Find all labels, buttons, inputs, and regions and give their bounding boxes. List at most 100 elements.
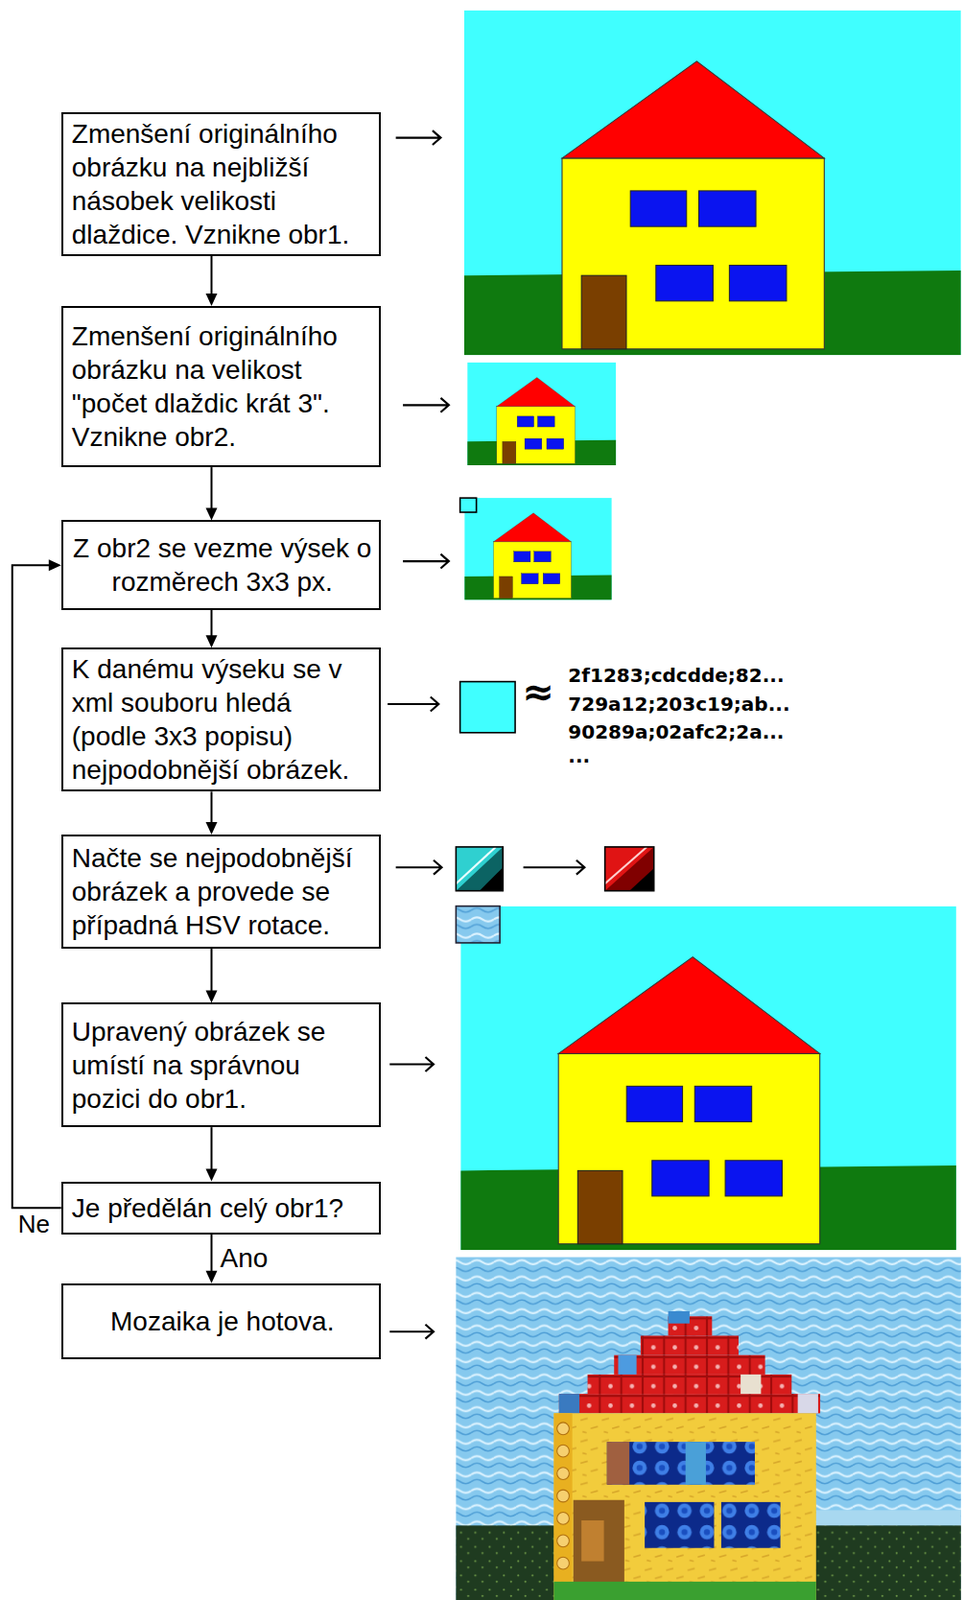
mosaic-part xyxy=(455,1257,961,1600)
mosaic-part xyxy=(798,1393,819,1413)
tile-cyan-part xyxy=(455,846,503,892)
mosaic-part-part xyxy=(557,1444,570,1458)
box-text: Je předělán celý obr1? xyxy=(71,1191,344,1225)
mosaic-part xyxy=(553,1412,816,1600)
pointer-arrow xyxy=(396,130,442,145)
mosaic-part xyxy=(640,1335,739,1355)
mosaic-part xyxy=(721,1502,781,1549)
mosaic-part-part xyxy=(557,1422,570,1435)
mosaic-part xyxy=(685,1441,706,1485)
approx-sign: ≈ xyxy=(522,669,556,714)
arrow-head xyxy=(48,559,62,571)
mosaic-part-part xyxy=(557,1512,570,1526)
mosaic-part xyxy=(557,1422,570,1570)
text-group: Je předělán celý obr1? xyxy=(71,1191,344,1225)
connector-line xyxy=(12,564,62,1208)
connector-line xyxy=(211,1127,213,1171)
process-box: Zmenšení originálního obrázku na nejbliž… xyxy=(61,112,381,257)
tile-cyan-part xyxy=(455,846,503,892)
mosaic-part xyxy=(617,1355,636,1375)
arrow-head xyxy=(206,1169,218,1182)
mosaic-part-part xyxy=(557,1489,570,1503)
tile-red-part xyxy=(629,868,655,891)
mosaic-part-part xyxy=(557,1556,570,1570)
text-group: Zmenšení originálního obrázku na nejbliž… xyxy=(71,117,374,252)
decision-box: Je předělán celý obr1? xyxy=(61,1181,381,1235)
mosaic-part xyxy=(553,1412,572,1582)
tile-cyan-part xyxy=(479,867,503,891)
text-group: Z obr2 se vezme výsek o rozměrech 3x3 px… xyxy=(71,531,374,599)
text-group: Mozaika je hotova. xyxy=(110,1304,334,1339)
flow-connector xyxy=(206,791,218,835)
end-box: Mozaika je hotova. xyxy=(61,1283,381,1360)
descriptor-text: 729a12;203c19;ab... xyxy=(567,693,790,716)
flow-connector xyxy=(206,948,218,1003)
mosaic-part xyxy=(559,1393,821,1413)
connector-line xyxy=(211,610,213,637)
connector-line xyxy=(211,256,213,296)
mosaic-part xyxy=(553,1581,816,1600)
tile-red-part xyxy=(605,846,655,892)
tile-red-part xyxy=(605,846,655,892)
mosaic-part xyxy=(740,1374,761,1394)
house-progress xyxy=(460,906,956,1250)
connector-line xyxy=(211,1234,213,1273)
cut-square xyxy=(460,497,477,513)
mosaic-part xyxy=(613,1355,765,1375)
descriptor-text: 90289a;02afc2;2a... xyxy=(567,721,784,744)
flow-connector xyxy=(206,1127,218,1181)
tile-cyan-part xyxy=(455,846,495,884)
box-text: Načte se nejpodobnější obrázek a provede… xyxy=(71,841,374,942)
pointer-arrow xyxy=(402,398,449,413)
house-obr2 xyxy=(467,362,616,466)
box-text: Zmenšení originálního obrázku na nejbliž… xyxy=(71,117,374,252)
descriptor-text: ... xyxy=(567,745,590,768)
mosaic-part-part xyxy=(557,1467,570,1481)
flow-connector xyxy=(206,467,218,520)
house-cut xyxy=(460,497,612,600)
box-text: Zmenšení originálního obrázku na velikos… xyxy=(71,319,374,454)
descriptor-text: 2f1283;cdcdde;82... xyxy=(567,664,784,687)
arrow-head xyxy=(206,293,218,306)
flow-connector xyxy=(12,559,62,1208)
mosaic-part xyxy=(644,1502,714,1549)
pointer-arrow xyxy=(389,1324,434,1340)
mosaic-part xyxy=(581,1520,604,1562)
mosaic-part xyxy=(816,1509,962,1526)
mosaic-part xyxy=(668,1311,690,1324)
house-obr1 xyxy=(464,10,962,356)
flow-connector xyxy=(206,256,218,306)
process-box: Zmenšení originálního obrázku na velikos… xyxy=(61,305,381,468)
mosaic-part xyxy=(587,1374,793,1394)
pointer-arrow xyxy=(396,860,443,875)
process-box: Načte se nejpodobnější obrázek a provede… xyxy=(61,834,381,949)
pointer-arrow xyxy=(402,554,449,569)
pointer-arrow xyxy=(389,1057,434,1072)
tile-red-part xyxy=(605,846,655,892)
tile-red-part xyxy=(605,846,648,884)
mosaic-part xyxy=(607,1441,630,1485)
cut-sample xyxy=(460,681,516,733)
text-group: Načte se nejpodobnější obrázek a provede… xyxy=(71,841,374,942)
arrow-head xyxy=(206,1270,218,1284)
process-box: Z obr2 se vezme výsek o rozměrech 3x3 px… xyxy=(61,519,381,611)
arrow-head xyxy=(206,989,218,1003)
edge-label: Ano xyxy=(219,1244,270,1274)
mosaic-part-part xyxy=(557,1534,570,1548)
house-obr2 xyxy=(464,497,612,600)
connector-line xyxy=(211,467,213,510)
connector-line xyxy=(211,948,213,992)
tile-red xyxy=(605,846,655,892)
box-text: Mozaika je hotova. xyxy=(110,1304,334,1339)
mosaic-part xyxy=(607,1441,755,1485)
pointer-arrow xyxy=(387,697,439,712)
edge-label: Ne xyxy=(17,1210,51,1239)
box-text: Z obr2 se vezme výsek o rozměrech 3x3 px… xyxy=(71,531,374,599)
arrow-head xyxy=(206,634,218,648)
text-group: Zmenšení originálního obrázku na velikos… xyxy=(71,319,374,454)
process-box: K danému výseku se v xml souboru hledá (… xyxy=(61,647,381,792)
text-group: K danému výseku se v xml souboru hledá (… xyxy=(71,652,374,787)
arrow-head xyxy=(206,822,218,835)
pointer-arrow xyxy=(523,860,586,875)
